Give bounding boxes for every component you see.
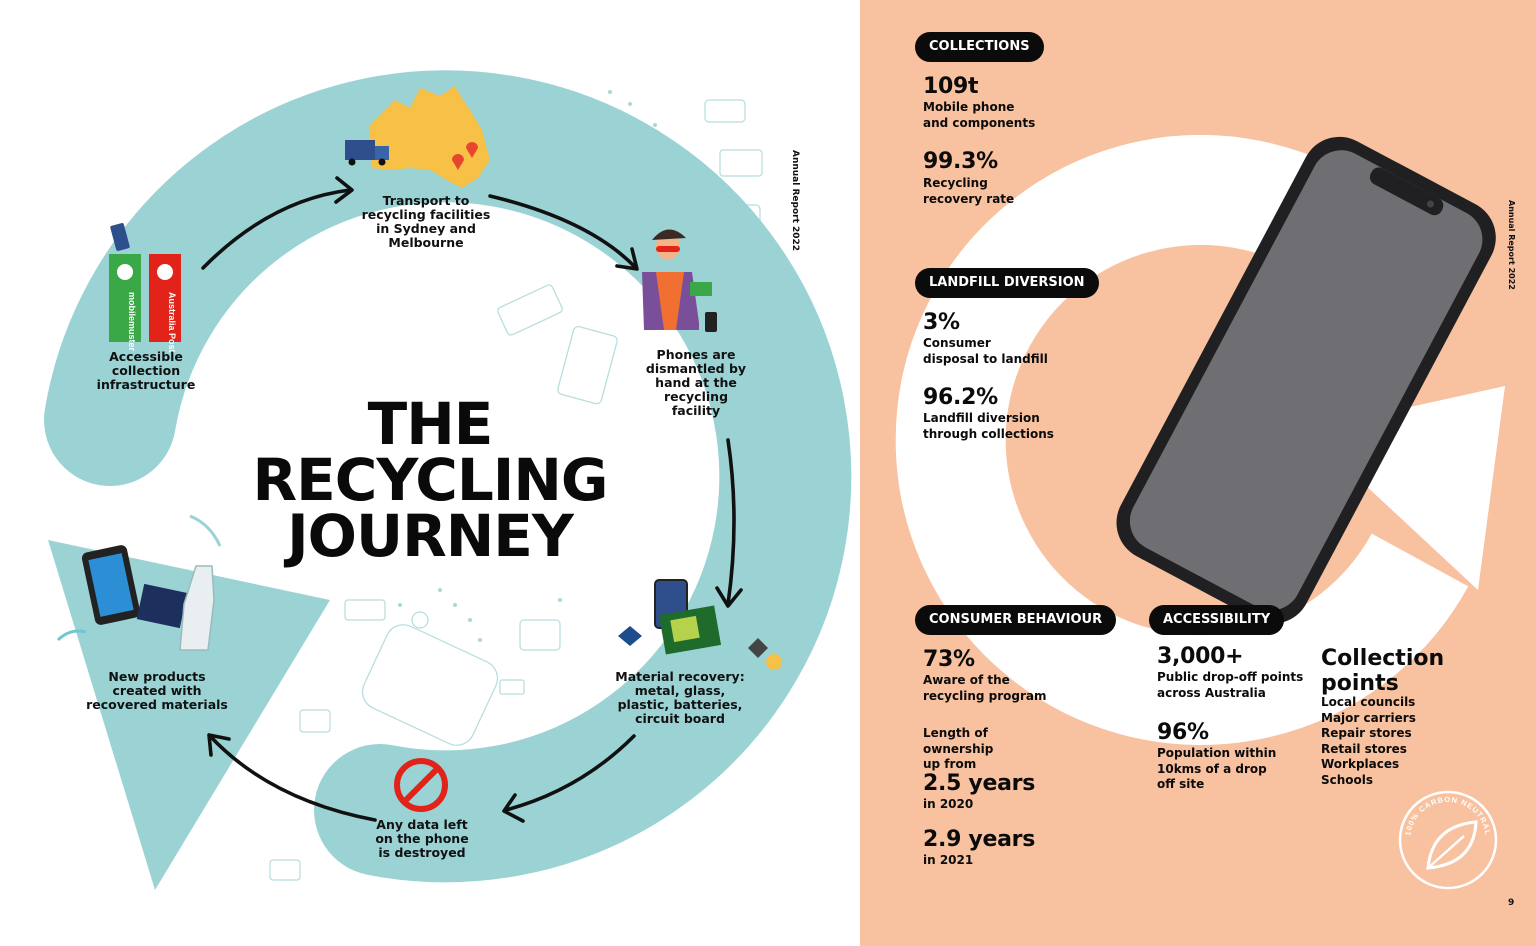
recycling-cycle-graphic: mobilemuster Australia Post bbox=[44, 70, 852, 890]
label-line: recycling program bbox=[923, 688, 1047, 703]
ownership-2020-value: 2.5 years bbox=[923, 771, 1035, 796]
australia-post-bin-icon: Australia Post bbox=[149, 254, 181, 353]
cycle-arrowhead bbox=[48, 540, 330, 890]
ownership-2021-label: in 2021 bbox=[923, 853, 974, 867]
australia-post-logo-text: Australia Post bbox=[167, 292, 177, 353]
landfill-diversion-heading: LANDFILL DIVERSION bbox=[915, 268, 1099, 298]
landfill-diversion-value: 96.2% bbox=[923, 385, 998, 410]
population-coverage-label: Population within 10kms of a drop off si… bbox=[1157, 746, 1276, 793]
mobilemuster-bin-icon: mobilemuster bbox=[109, 223, 141, 352]
ownership-2020-label: in 2020 bbox=[923, 797, 974, 811]
step-material-recovery-label: Material recovery: metal, glass, plastic… bbox=[615, 669, 745, 726]
mobilemuster-logo-text: mobilemuster bbox=[127, 292, 137, 352]
stats-page: COLLECTIONS 109t Mobile phone and compon… bbox=[860, 0, 1536, 946]
title-line: points bbox=[1321, 671, 1399, 696]
label-line: Recycling bbox=[923, 176, 988, 190]
label-line: ownership bbox=[923, 741, 994, 756]
title-line-3: JOURNEY bbox=[287, 502, 574, 570]
step-transport-label: Transport to recycling facilities in Syd… bbox=[361, 193, 491, 250]
page-number: 9 bbox=[1508, 898, 1515, 908]
label-line: Mobile phone bbox=[923, 100, 1015, 114]
population-coverage-value: 96% bbox=[1157, 720, 1209, 745]
ownership-2021-value: 2.9 years bbox=[923, 827, 1035, 852]
worker-dismantling-icon bbox=[642, 229, 747, 339]
label-line: recovery rate bbox=[923, 191, 1015, 206]
recycling-journey-page: mobilemuster Australia Post bbox=[44, 70, 852, 890]
label-line: Aware of the bbox=[923, 673, 1010, 687]
label-line: Public drop-off points bbox=[1157, 670, 1304, 684]
collections-heading: COLLECTIONS bbox=[915, 32, 1044, 62]
title-line: Collection bbox=[1321, 646, 1445, 671]
landfill-disposal-value: 3% bbox=[923, 310, 960, 335]
label-line: off site bbox=[1157, 777, 1205, 791]
collection-points-list: Local councils Major carriers Repair sto… bbox=[1321, 695, 1416, 788]
collection-points-title: Collection points bbox=[1321, 646, 1444, 696]
carbon-neutral-badge: 100% CARBON NEUTRAL bbox=[1398, 790, 1498, 890]
label-line: Consumer bbox=[923, 336, 991, 350]
title-line-1: THE bbox=[367, 390, 494, 458]
label-line: Length of bbox=[923, 726, 988, 740]
recycling-journey-title: THE RECYCLING JOURNEY bbox=[250, 390, 610, 570]
drop-off-points-label: Public drop-off points across Australia bbox=[1157, 670, 1303, 701]
landfill-disposal-label: Consumer disposal to landfill bbox=[923, 336, 1048, 367]
landfill-diversion-label: Landfill diversion through collections bbox=[923, 411, 1054, 442]
step-new-products-label: New products created with recovered mate… bbox=[86, 669, 228, 712]
label-line: 10kms of a drop bbox=[1157, 761, 1267, 776]
list-item: Workplaces bbox=[1321, 757, 1400, 771]
ownership-label: Length of ownership up from bbox=[923, 726, 993, 773]
label-line: Population within bbox=[1157, 746, 1277, 760]
awareness-label: Aware of the recycling program bbox=[923, 673, 1047, 704]
list-item: Schools bbox=[1321, 772, 1374, 787]
label-line: Landfill diversion bbox=[923, 411, 1040, 425]
australia-map-icon bbox=[370, 86, 490, 188]
smartphone-icon bbox=[1116, 136, 1496, 624]
list-item: Retail stores bbox=[1321, 741, 1407, 756]
left-side-label: Annual Report 2022 bbox=[790, 150, 800, 252]
step-data-destroyed-label: Any data left on the phone is destroyed bbox=[375, 817, 469, 860]
title-line-2: RECYCLING bbox=[252, 446, 608, 514]
truck-icon bbox=[299, 140, 389, 166]
label-line: up from bbox=[923, 757, 977, 771]
leaf-icon bbox=[1426, 820, 1478, 870]
recovery-rate-value: 99.3% bbox=[923, 149, 998, 174]
new-products-icon bbox=[56, 514, 222, 651]
accessibility-heading: ACCESSIBILITY bbox=[1149, 605, 1285, 635]
label-line: through collections bbox=[923, 426, 1054, 441]
cycle-band bbox=[44, 70, 852, 883]
consumer-behaviour-heading: CONSUMER BEHAVIOUR bbox=[915, 605, 1117, 635]
awareness-value: 73% bbox=[923, 647, 975, 672]
list-item: Major carriers bbox=[1321, 710, 1416, 725]
collections-tonnage-value: 109t bbox=[923, 74, 979, 99]
label-line: disposal to landfill bbox=[923, 351, 1048, 366]
step-collection-label: Accessible collection infrastructure bbox=[96, 349, 196, 392]
data-destroyed-no-sign-icon bbox=[394, 758, 448, 812]
right-side-label: Annual Report 2022 bbox=[1507, 200, 1516, 290]
recovery-rate-label: Recycling recovery rate bbox=[923, 176, 1014, 207]
flow-arrows bbox=[201, 176, 743, 823]
label-line: and components bbox=[923, 115, 1036, 130]
material-recovery-icon bbox=[618, 579, 782, 670]
collections-tonnage-label: Mobile phone and components bbox=[923, 100, 1035, 131]
label-line: across Australia bbox=[1157, 685, 1266, 700]
drop-off-points-value: 3,000+ bbox=[1157, 644, 1244, 669]
list-item: Local councils bbox=[1321, 695, 1416, 709]
step-dismantle-label: Phones are dismantled by hand at the rec… bbox=[645, 347, 747, 418]
list-item: Repair stores bbox=[1321, 726, 1412, 740]
